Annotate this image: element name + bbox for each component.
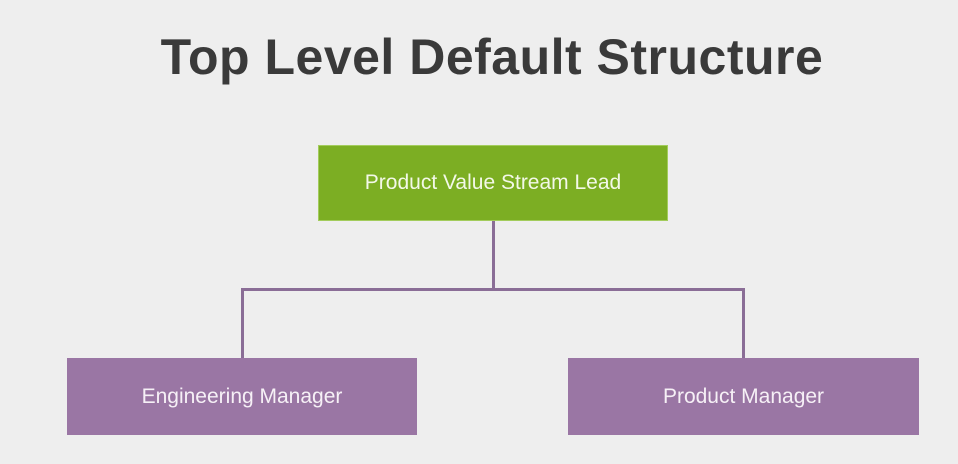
- node-label: Product Value Stream Lead: [364, 171, 622, 194]
- node-engineering-manager: Engineering Manager: [67, 358, 417, 435]
- node-label: Engineering Manager: [141, 384, 343, 408]
- connector-left-down: [241, 288, 244, 358]
- slide-title: Top Level Default Structure: [160, 29, 824, 85]
- node-label: Product Manager: [662, 384, 825, 408]
- connector-right-down: [742, 288, 745, 358]
- node-product-manager: Product Manager: [568, 358, 919, 435]
- connector-root-down: [492, 220, 495, 290]
- node-product-value-stream-lead: Product Value Stream Lead: [318, 145, 668, 221]
- connector-horizontal: [241, 288, 745, 291]
